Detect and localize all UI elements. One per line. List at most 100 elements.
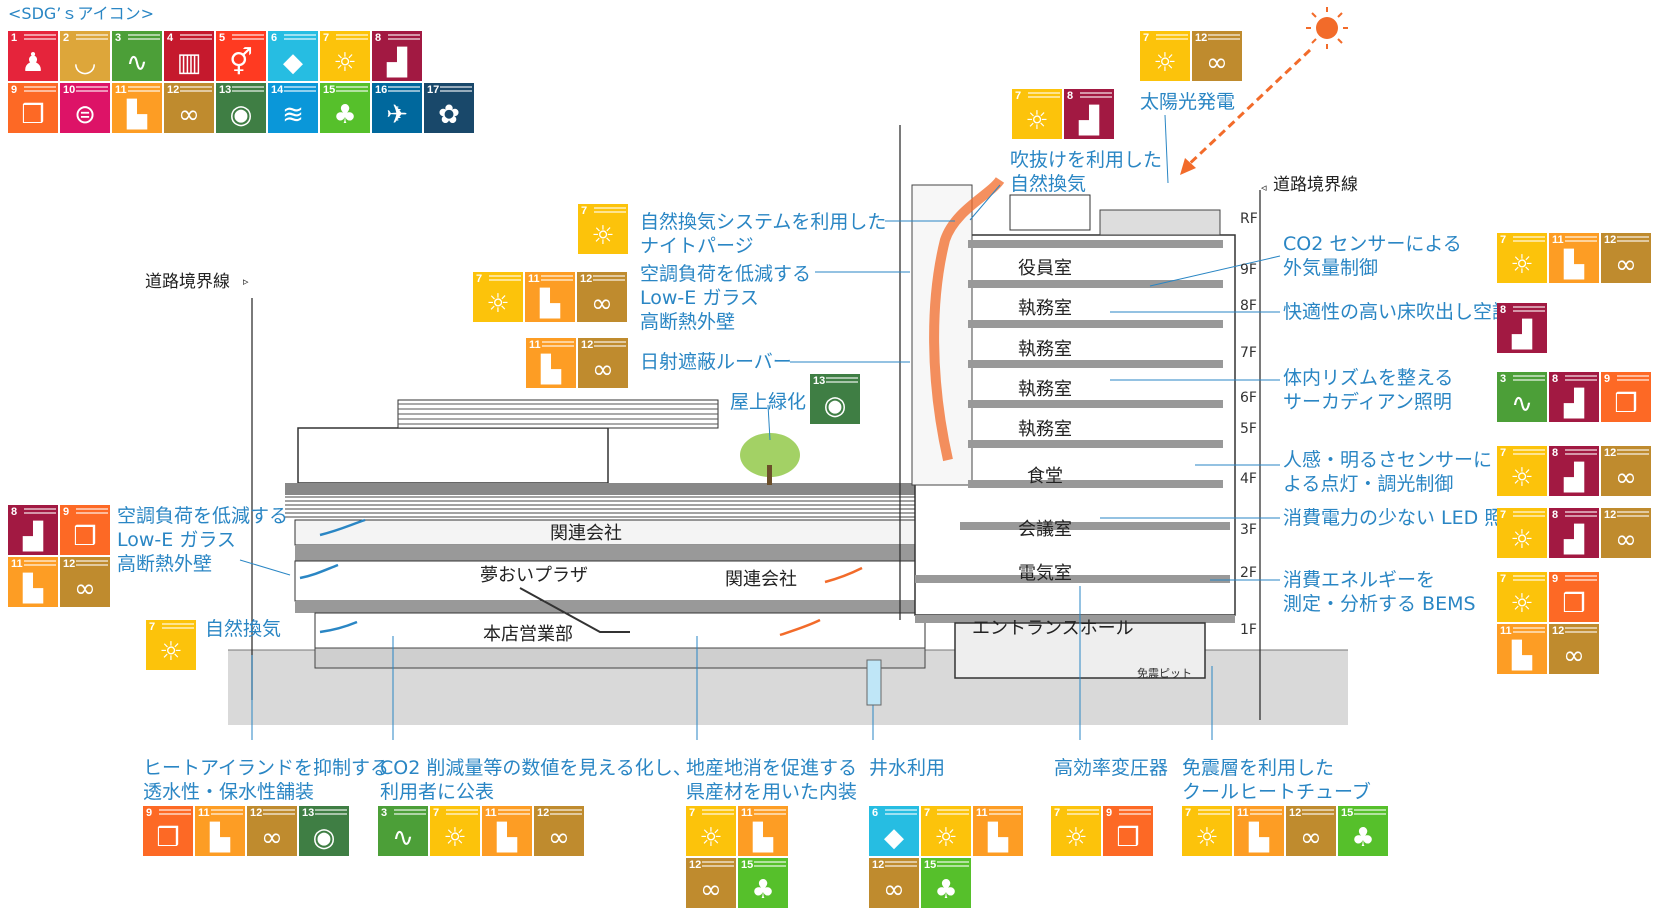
sdg-goal-number: 14 [271, 84, 284, 96]
tower-floor-slabs [915, 240, 1235, 623]
sdg-goal-caption-bars [1565, 236, 1597, 238]
sdg-goal-7-tile: 7☼ [146, 620, 196, 670]
room-entrance-hall: エントランスホール [972, 618, 1134, 639]
sun-illustration [1306, 7, 1348, 49]
sdg-goal-caption-bars [1565, 375, 1597, 377]
sun-icon: ☼ [1510, 250, 1534, 280]
room-executive: 役員室 [1018, 258, 1072, 279]
sdg-goal-caption-bars [388, 86, 420, 88]
sdg-goal-number: 9 [63, 506, 70, 518]
cubes-icon: ❒ [1562, 589, 1586, 619]
buildings-icon: ▙ [1249, 823, 1269, 853]
sdg-goal-caption-bars [937, 809, 969, 811]
sdg-goal-caption-bars [542, 341, 574, 343]
sdg-goal-caption-bars [24, 34, 56, 36]
sdg-goal-number: 9 [146, 807, 153, 819]
sdg-goal-9-tile: 9❒ [1601, 372, 1651, 422]
sdg-goal-caption-bars [440, 86, 472, 88]
feature-bems-line-1: 消費エネルギーを [1283, 569, 1436, 591]
floor-label-1f: 1F [1240, 622, 1257, 638]
room-office-8f: 執務室 [1018, 298, 1072, 319]
road-boundary-label-right: 道路境界線 [1273, 175, 1358, 195]
infinity-icon: ∞ [592, 355, 614, 385]
sdg-goal-caption-bars [1513, 449, 1545, 451]
sdg-goal-7-tile: 7☼ [1497, 233, 1547, 283]
sdg-goal-caption-bars [162, 623, 194, 625]
sdg-goal-caption-bars [593, 275, 625, 277]
tower-rooftop-equipment [1009, 194, 1091, 231]
feature-floor-ac-line-1: 快適性の高い床吹出し空調 [1283, 301, 1512, 323]
sdg-goal-6-tile: 6◆ [869, 806, 919, 856]
sun-icon: ☼ [1510, 463, 1534, 493]
sdg-goal-11-tile: 11▙ [738, 806, 788, 856]
sdg-goal-7-tile: 7☼ [686, 806, 736, 856]
sdg-goal-number: 5 [219, 32, 226, 44]
sdg-goal-11-tile: 11▙ [525, 272, 575, 322]
sdg-goal-11-tile: 11▙ [195, 806, 245, 856]
sdg-goal-number: 7 [1015, 90, 1022, 102]
sdg-goal-8-tile: 8▟ [1497, 303, 1547, 353]
floor-label-3f: 3F [1240, 522, 1257, 538]
feature-night-purge-icons: 7☼ [578, 204, 628, 254]
sdg-goal-11-tile: 11▙ [112, 83, 162, 133]
infinity-icon: ∞ [261, 823, 283, 853]
lowrise-second-floor [294, 560, 926, 602]
sdg-goal-caption-bars [1198, 809, 1230, 811]
room-office-6f: 執務室 [1018, 379, 1072, 400]
heartbeat-icon: ∿ [126, 48, 148, 78]
eye-earth-icon: ◉ [312, 823, 336, 853]
feature-lowe-left-line-3: 高断熱外壁 [117, 553, 213, 575]
infinity-icon: ∞ [591, 289, 613, 319]
sdg-goal-number: 8 [11, 506, 18, 518]
sdg-goal-9-tile: 9❒ [143, 806, 193, 856]
sdg-goal-caption-bars [211, 809, 243, 811]
sdg-legend-row-1: 1♟2◡3∿4▥5⚥6◆7☼8▟ [8, 31, 422, 81]
growth-chart-icon: ▟ [1079, 106, 1099, 136]
feature-lowe-left-line-2: Low-E ガラス [117, 529, 236, 551]
sdg-goal-caption-bars [1565, 449, 1597, 451]
sdg-goal-caption-bars [24, 508, 56, 510]
feature-solar-icons: 7☼12∞ [1140, 31, 1242, 81]
sdg-goal-9-tile: 9❒ [1103, 806, 1153, 856]
sdg-goal-number: 7 [1143, 32, 1150, 44]
heartbeat-icon: ∿ [1511, 389, 1533, 419]
lowrise-roof-structure [297, 427, 609, 484]
sun-icon: ☼ [1153, 48, 1177, 78]
sdg-goal-caption-bars [1513, 627, 1545, 629]
infinity-icon: ∞ [1615, 250, 1637, 280]
feature-heat-island-line-1: ヒートアイランドを抑制する [143, 757, 390, 779]
sdg-goal-7-tile: 7☼ [1497, 446, 1547, 496]
infinity-icon: ∞ [1615, 463, 1637, 493]
feature-bems-line-2: 測定・分析する BEMS [1283, 593, 1476, 615]
sdg-goal-number: 13 [302, 807, 315, 819]
leader-lines [239, 114, 1281, 740]
sdg-goal-number: 11 [741, 807, 753, 819]
sdg-goal-11-tile: 11▙ [1497, 624, 1547, 674]
sun-icon: ☼ [1510, 589, 1534, 619]
gender-icon: ⚥ [229, 48, 253, 78]
sdg-goal-caption-bars [1617, 375, 1649, 377]
sdg-goal-number: 8 [1067, 90, 1074, 102]
feature-local-wood-line-2: 県産材を用いた内装 [686, 781, 858, 803]
sdg-goal-11-tile: 11▙ [482, 806, 532, 856]
sdg-goal-3-tile: 3∿ [112, 31, 162, 81]
infinity-icon: ∞ [1615, 525, 1637, 555]
sdg-goal-number: 7 [433, 807, 440, 819]
sun-icon: ☼ [1025, 106, 1049, 136]
sdg-goal-3-tile: 3∿ [1497, 372, 1547, 422]
sdg-goal-number: 11 [1237, 807, 1249, 819]
buildings-icon: ▙ [210, 823, 230, 853]
sdg-goal-caption-bars [702, 809, 734, 811]
roof-tree-canopy [740, 433, 800, 477]
sdg-goal-7-tile: 7☼ [578, 204, 628, 254]
sdg-goal-number: 3 [1500, 373, 1507, 385]
sdg-goal-11-tile: 11▙ [8, 557, 58, 607]
sdg-goal-number: 12 [1604, 234, 1617, 246]
sdg-goal-12-tile: 12∞ [534, 806, 584, 856]
dove-icon: ✈ [386, 100, 408, 130]
sdg-goal-caption-bars [76, 508, 108, 510]
feature-sensor-light-line-1: 人感・明るさセンサーに [1283, 449, 1493, 471]
sdg-goal-number: 12 [63, 558, 76, 570]
sdg-goal-14-tile: 14≋ [268, 83, 318, 133]
